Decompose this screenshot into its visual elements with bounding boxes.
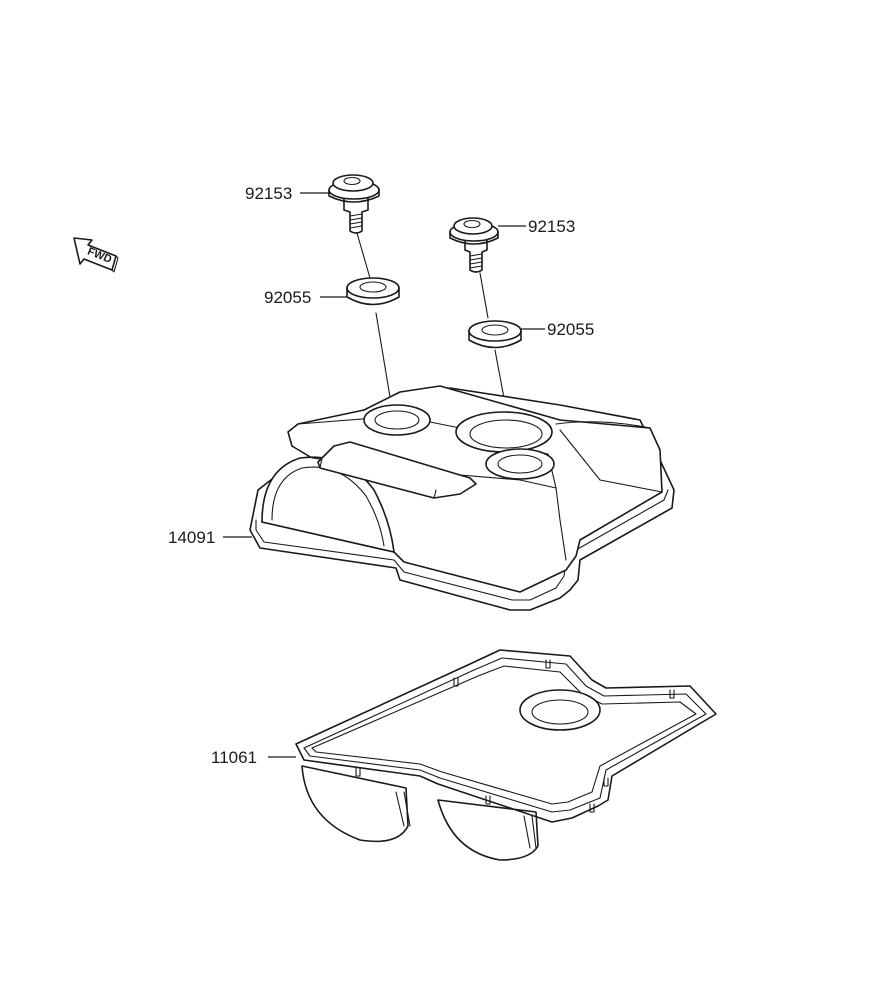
part-label-cover: 14091 xyxy=(168,528,215,547)
bolt-left-icon xyxy=(328,174,380,234)
cover-icon xyxy=(249,385,675,611)
part-label-washer-left: 92055 xyxy=(264,288,311,307)
gasket-icon xyxy=(295,649,717,861)
part-label-washer-right: 92055 xyxy=(547,320,594,339)
fwd-arrow-icon: FWD xyxy=(73,237,119,273)
washer-right-icon xyxy=(468,320,522,349)
part-label-bolt-right: 92153 xyxy=(528,217,575,236)
washer-left-icon xyxy=(346,277,400,306)
leader-lines xyxy=(223,192,545,758)
part-label-bolt-left: 92153 xyxy=(245,184,292,203)
bolt-right-icon xyxy=(449,217,499,273)
part-label-gasket: 11061 xyxy=(211,748,257,767)
